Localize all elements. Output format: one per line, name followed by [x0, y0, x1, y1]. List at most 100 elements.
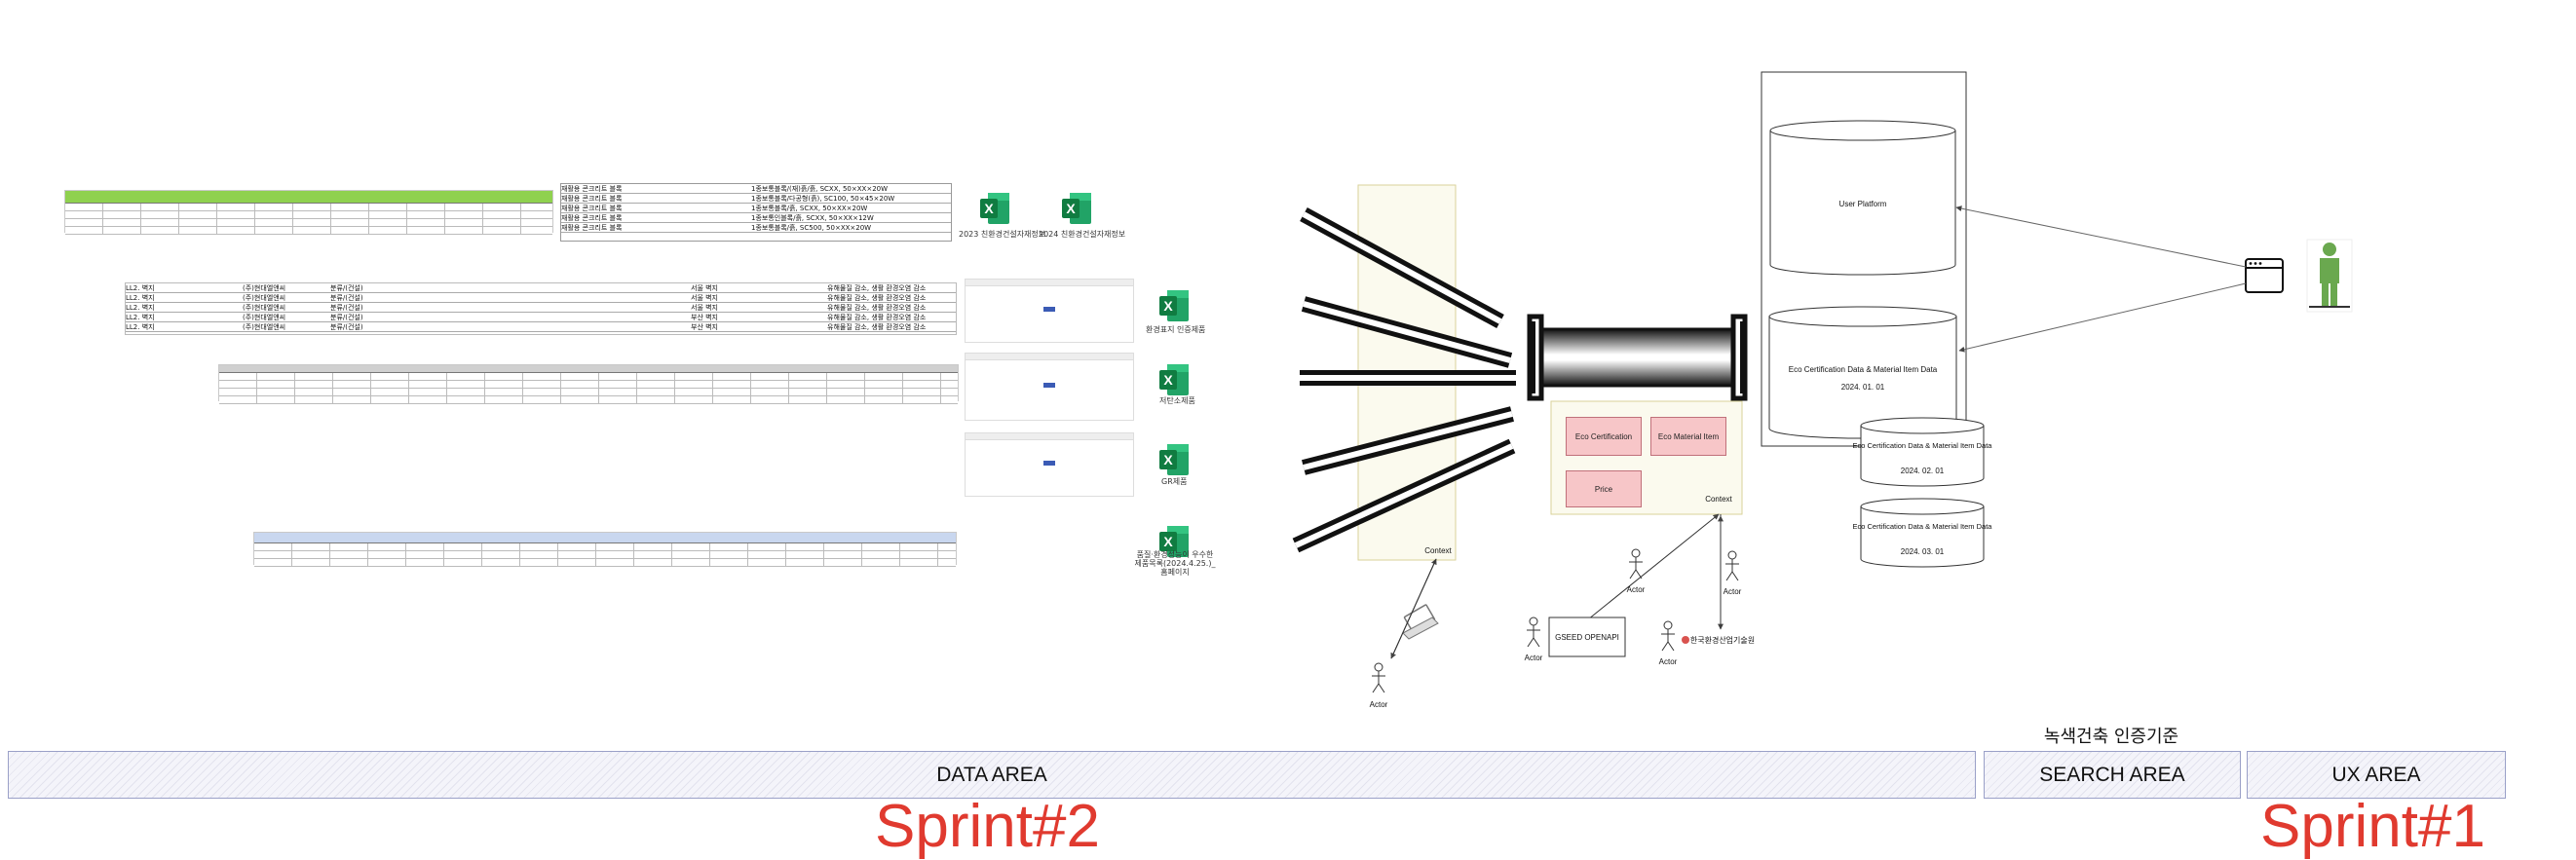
cell: 재활용 콘크리트 블록	[561, 214, 623, 222]
arrow-actor-to-context-right	[1587, 513, 1720, 620]
svg-text:한국환경산업기술원: 한국환경산업기술원	[1690, 635, 1755, 645]
cell: 1종보통블록/흙, SCXX, 50×XX×20W	[751, 205, 868, 212]
excel-file-icon[interactable]: X	[1157, 442, 1191, 477]
cell: 재활용 콘크리트 블록	[561, 185, 623, 193]
excel-file-icon[interactable]: X	[978, 191, 1011, 226]
cell: 분류/(건설)	[330, 304, 363, 312]
actor-figure	[1527, 617, 1540, 648]
svg-text:X: X	[984, 201, 994, 216]
svg-text:X: X	[1163, 372, 1173, 388]
excel-file-icon[interactable]: X	[1157, 288, 1191, 323]
file-label-excellent: 품질·환경성능이 우수한 제품목록(2024.4.25.)_홈페이지	[1134, 550, 1216, 578]
cell: LL2. 벽지	[126, 294, 155, 302]
spreadsheet-thumbnail-1[interactable]	[64, 190, 553, 235]
eco-db-2-label: Eco Certification Data & Material Item D…	[1853, 441, 1993, 450]
gseed-openapi-box[interactable]	[1548, 617, 1626, 657]
price-box[interactable]: Price	[1566, 470, 1642, 507]
search-area-bar: SEARCH AREA	[1984, 751, 2241, 799]
cell: LL2. 벽지	[126, 284, 155, 292]
arrow-to-user-platform	[1955, 206, 2247, 268]
search-area-title: 녹색건축 인증기준	[2043, 727, 2179, 747]
file-label-2024: 2024 친환경건설자재정보	[1039, 230, 1126, 239]
cell: 재활용 콘크리트 블록	[561, 195, 623, 203]
eco-db-cylinder-2[interactable]	[1860, 417, 1985, 487]
cell: 부산 벽지	[691, 323, 718, 331]
main-pipe	[1527, 314, 1748, 401]
webpage-thumbnail-3[interactable]	[965, 432, 1134, 497]
eco-certification-box[interactable]: Eco Certification	[1566, 417, 1642, 456]
excel-file-icon[interactable]: X	[1060, 191, 1093, 226]
browser-window-icon[interactable]	[2245, 258, 2284, 293]
excel-file-icon[interactable]: X	[1157, 362, 1191, 397]
data-area-bar: DATA AREA	[8, 751, 1976, 799]
svg-text:X: X	[1163, 534, 1173, 549]
cell: 부산 벽지	[691, 314, 718, 321]
eco-db-3-label: Eco Certification Data & Material Item D…	[1853, 522, 1993, 531]
actor-label: Actor	[1627, 585, 1646, 594]
svg-text:X: X	[1163, 298, 1173, 314]
data-pipes	[1292, 206, 1516, 553]
context-left-label: Context	[1424, 546, 1452, 555]
cell: 유해물질 감소, 생활 환경오염 감소	[827, 323, 927, 331]
actor-figure	[1725, 550, 1739, 581]
cell: LL2. 벽지	[126, 304, 155, 312]
file-label-env-mark: 환경표지 인증제품	[1146, 325, 1206, 334]
cell: 1종보통블록/흙, SC500, 50×XX×20W	[751, 224, 872, 232]
cell: 유해물질 감소, 생활 환경오염 감소	[827, 284, 927, 292]
cell: 분류/(건설)	[330, 323, 363, 331]
spreadsheet-thumbnail-4[interactable]	[218, 364, 959, 404]
file-label-carbon: 저탄소제품	[1159, 396, 1195, 405]
cell: (주)현대엘앤씨	[243, 284, 286, 292]
actor-figure	[1661, 620, 1675, 652]
cell: (주)현대엘앤씨	[243, 304, 286, 312]
cell: 분류/(건설)	[330, 284, 363, 292]
cell: 분류/(건설)	[330, 314, 363, 321]
eco-material-item-box[interactable]: Eco Material Item	[1650, 417, 1726, 456]
actor-figure	[1372, 662, 1385, 693]
eco-db-main-date: 2024. 01. 01	[1841, 383, 1885, 392]
cell: LL2. 벽지	[126, 314, 155, 321]
user-platform-label: User Platform	[1839, 200, 1887, 208]
eco-db-2-date: 2024. 02. 01	[1901, 467, 1945, 475]
cell: 1종보통블록/다공형(흙), SC100, 50×45×20W	[751, 195, 895, 203]
user-icon	[2306, 239, 2353, 313]
arrow-context-to-actor	[1390, 558, 1437, 659]
file-label-gr: GR제품	[1161, 477, 1188, 486]
eco-db-3-date: 2024. 03. 01	[1901, 547, 1945, 556]
cell: 유해물질 감소, 생활 환경오염 감소	[827, 304, 927, 312]
gseed-label: GSEED OPENAPI	[1555, 633, 1619, 642]
context-right-label: Context	[1705, 495, 1732, 504]
cell: 서울 벽지	[691, 294, 718, 302]
eco-db-cylinder-3[interactable]	[1860, 498, 1985, 568]
excel-file-icon[interactable]: X	[1157, 524, 1191, 559]
sprint-1-label: Sprint#1	[2260, 793, 2485, 860]
eco-db-cylinder-main[interactable]	[1768, 306, 1957, 439]
sprint-2-label: Sprint#2	[875, 793, 1100, 860]
actor-label: Actor	[1370, 700, 1388, 709]
user-platform-cylinder[interactable]	[1769, 120, 1956, 276]
spreadsheet-thumbnail-5[interactable]	[253, 532, 957, 567]
arrow-to-eco-db	[1958, 282, 2247, 353]
cell: (주)현대엘앤씨	[243, 314, 286, 321]
cell: (주)현대엘앤씨	[243, 323, 286, 331]
actor-label: Actor	[1659, 657, 1678, 666]
actor-figure	[1629, 548, 1643, 580]
cell: 재활용 콘크리트 블록	[561, 224, 623, 232]
webpage-thumbnail-1[interactable]	[965, 279, 1134, 343]
svg-text:X: X	[1163, 452, 1173, 467]
svg-text:X: X	[1066, 201, 1076, 216]
actor-label: Actor	[1724, 587, 1742, 596]
laptop-icon	[1402, 604, 1439, 640]
actor-label: Actor	[1525, 654, 1543, 662]
eco-db-main-label: Eco Certification Data & Material Item D…	[1789, 365, 1938, 374]
keiti-logo: 한국환경산업기술원	[1680, 633, 1762, 647]
cell: (주)현대엘앤씨	[243, 294, 286, 302]
file-label-2023: 2023 친환경건설자재정보	[959, 230, 1046, 239]
cell: 분류/(건설)	[330, 294, 363, 302]
ux-area-bar: UX AREA	[2247, 751, 2506, 799]
webpage-thumbnail-2[interactable]	[965, 353, 1134, 421]
cell: 유해물질 감소, 생활 환경오염 감소	[827, 294, 927, 302]
